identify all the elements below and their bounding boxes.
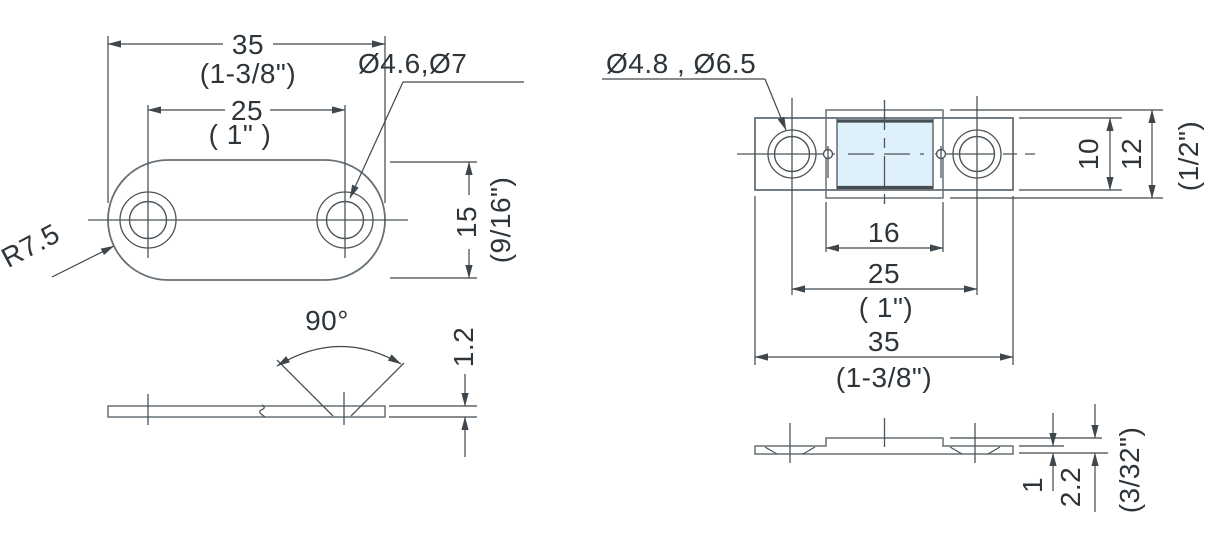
dim-25-right-inch-label: ( 1") [859, 292, 913, 323]
leader-arrow [764, 78, 787, 131]
angle-90-label: 90° [305, 305, 349, 336]
break-symbol [259, 404, 266, 418]
dim-25-inch-label: ( 1" ) [209, 119, 272, 150]
countersink-edge [276, 359, 334, 417]
plate-section [754, 437, 1014, 455]
angle-arc [276, 345, 402, 367]
plate-section [107, 405, 386, 418]
countersink-edge [987, 446, 1001, 455]
right-side-view: 1 2.2 (3/32") [754, 404, 1145, 514]
dim-16-label: 16 [868, 217, 900, 248]
dimension-text-gap [452, 195, 480, 249]
dim-1-2-label: 1.2 [448, 327, 479, 367]
dim-25-label: 25 [231, 95, 263, 126]
dimension-text-gap [225, 96, 270, 123]
dim-35-label: 35 [232, 29, 264, 60]
radius-leader-arrow [51, 245, 115, 278]
radius-callout-label: R7.5 [0, 218, 65, 274]
dim-2-2-label: 2.2 [1055, 467, 1086, 507]
dim-1-label: 1 [1017, 477, 1048, 493]
left-side-view: 90° 1.2 [107, 305, 479, 457]
leader-arrow [349, 81, 404, 199]
left-front-view: 35 (1-3/8") 25 ( 1" ) Ø4.6,Ø7 R7.5 15 (9… [0, 29, 524, 281]
dim-12-label: 12 [1116, 138, 1147, 170]
dim-2-2-inch-label: (3/32") [1114, 427, 1145, 514]
dim-35-inch-label: (1-3/8") [200, 58, 296, 89]
dim-15-inch-label: (9/16") [485, 177, 516, 264]
countersink-edge [802, 446, 816, 455]
countersink-edge [350, 362, 405, 417]
right-front-view: Ø4.8 , Ø6.5 16 25 ( 1") 35 (1-3/8") 10 1… [602, 48, 1204, 393]
countersink-edge [764, 446, 778, 455]
dim-25-right-label: 25 [868, 258, 900, 289]
countersink-edge [949, 446, 963, 455]
dim-35-right-label: 35 [868, 326, 900, 357]
dim-10-label: 10 [1073, 138, 1104, 170]
dim-15-label: 15 [451, 206, 482, 238]
right-hole-callout-label: Ø4.8 , Ø6.5 [606, 48, 756, 79]
dim-12-inch-label: (1/2") [1173, 121, 1204, 192]
hole-callout-label: Ø4.6,Ø7 [358, 48, 467, 79]
dim-35-right-inch-label: (1-3/8") [836, 362, 932, 393]
dimension-text-gap [223, 30, 273, 57]
